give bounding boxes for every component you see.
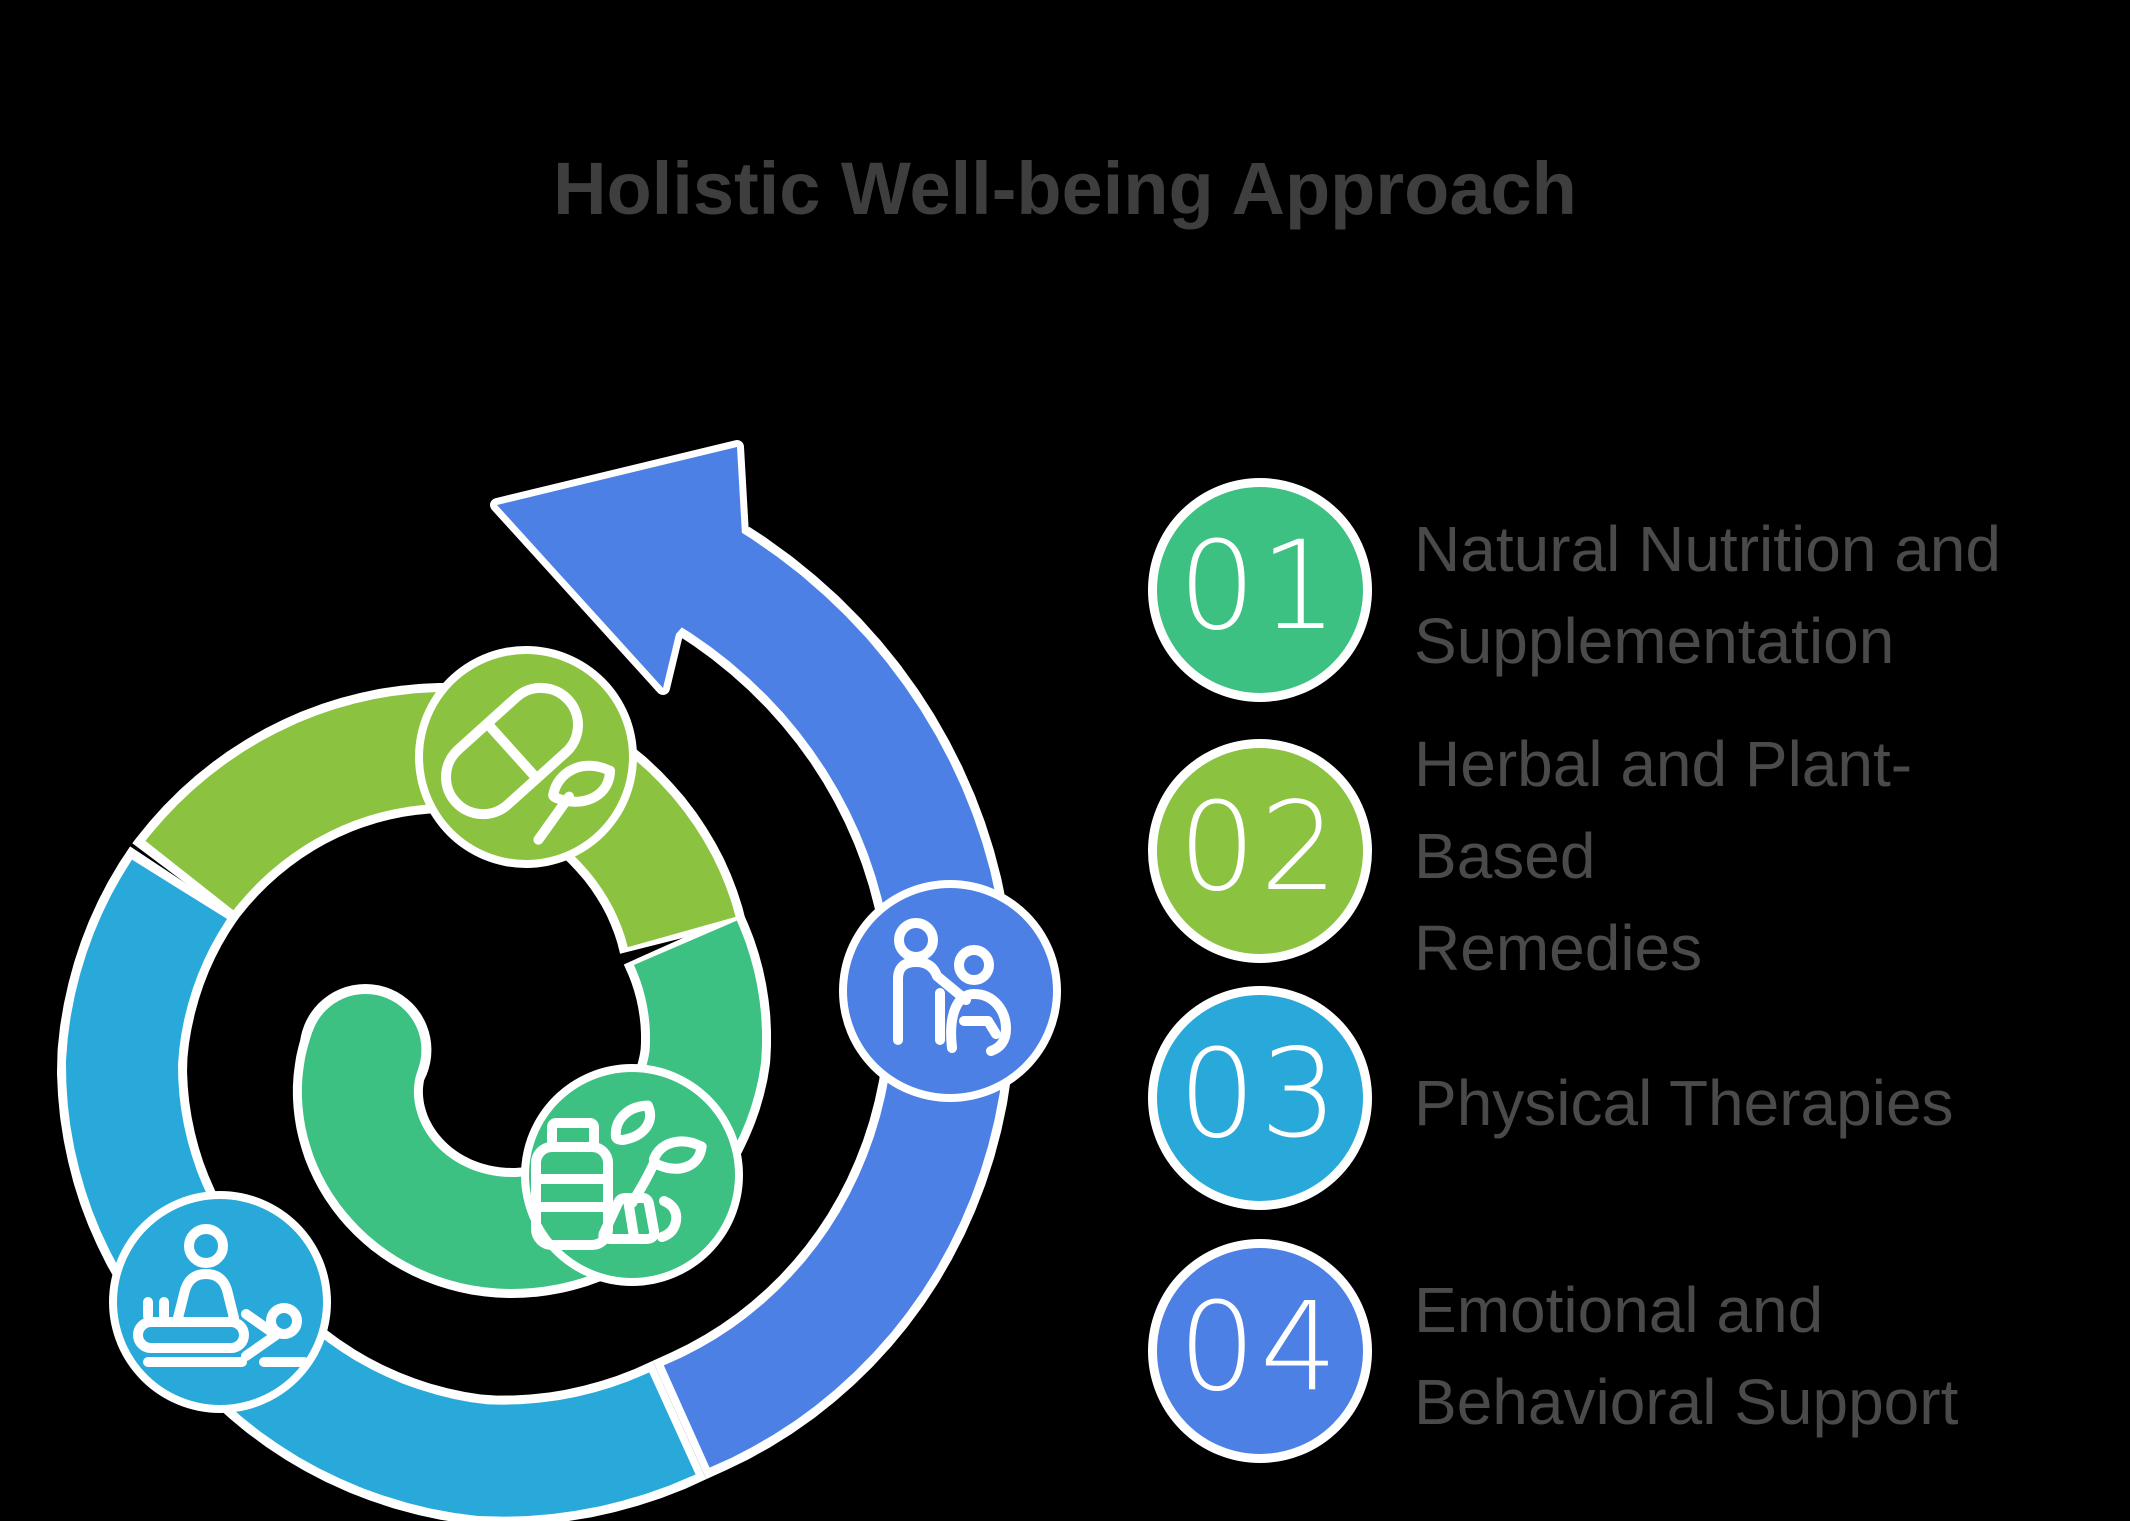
step-1-badge: 01 xyxy=(1148,478,1372,702)
spiral-start-cap xyxy=(309,993,422,1106)
step-1-number: 01 xyxy=(1178,515,1342,657)
step-4-label: Emotional and Behavioral Support xyxy=(1414,1274,1959,1438)
legend-item-1: 01 Natural Nutrition and Supplementation xyxy=(1148,478,2088,702)
massage-table-icon xyxy=(133,1224,309,1367)
step-2-number: 02 xyxy=(1178,776,1342,918)
supplement-bottle-leaves-icon xyxy=(531,1100,707,1250)
node-physical xyxy=(117,1199,323,1405)
spiral-segment-green xyxy=(301,893,762,1289)
legend-item-3: 03 Physical Therapies xyxy=(1148,986,2088,1210)
step-4-badge: 04 xyxy=(1148,1239,1372,1463)
caregiver-support-icon xyxy=(893,918,1011,1056)
step-3-badge: 03 xyxy=(1148,986,1372,1210)
step-3-label: Physical Therapies xyxy=(1414,1067,1954,1139)
step-1-label: Natural Nutrition and Supplementation xyxy=(1414,513,2001,677)
step-2-label: Herbal and Plant-Based Remedies xyxy=(1414,728,1913,984)
step-3-number: 03 xyxy=(1178,1023,1342,1165)
capsule-leaf-icon xyxy=(441,682,616,845)
step-4-number: 04 xyxy=(1178,1276,1342,1418)
legend-item-4: 04 Emotional and Behavioral Support xyxy=(1148,1239,2088,1463)
arrowhead xyxy=(497,447,742,688)
step-2-badge: 02 xyxy=(1148,739,1372,963)
page-title: Holistic Well-being Approach xyxy=(553,147,1577,230)
legend-item-2: 02 Herbal and Plant-Based Remedies xyxy=(1148,728,2088,984)
